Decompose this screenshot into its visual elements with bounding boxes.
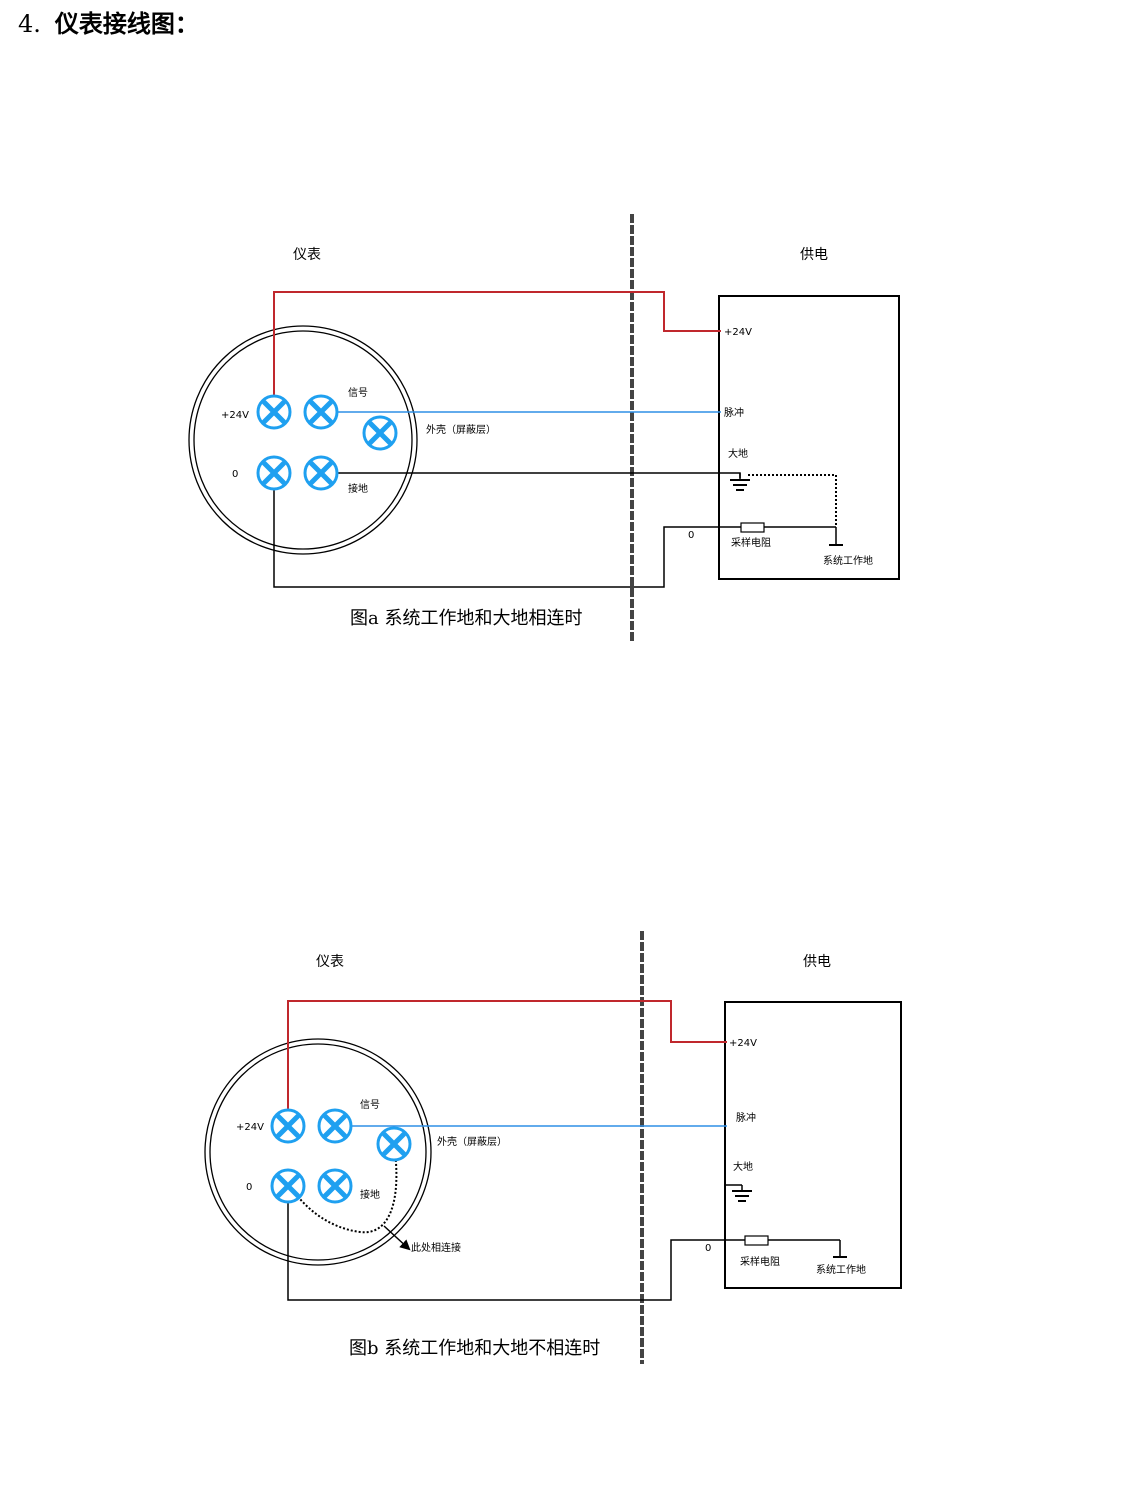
- zero-wire: [273, 473, 741, 588]
- note-arrow: [383, 1225, 411, 1251]
- terminal-signal: [305, 396, 337, 428]
- supply-label-system-ground: 系统工作地: [816, 1263, 866, 1276]
- label-signal: 信号: [360, 1099, 380, 1111]
- figure-caption-b: 图b 系统工作地和大地不相连时: [349, 1338, 600, 1359]
- label-signal: 信号: [348, 387, 368, 399]
- figure-caption-a: 图a 系统工作地和大地相连时: [350, 608, 582, 629]
- supply-label-pulse: 脉冲: [736, 1111, 756, 1124]
- label-plus24v: +24V: [236, 1122, 264, 1133]
- label-plus24v: +24V: [221, 410, 249, 421]
- power-supply-box: [718, 295, 900, 580]
- label-shell: 外壳（屏蔽层）: [437, 1135, 507, 1148]
- label-zero: 0: [232, 469, 238, 480]
- earth-ground-icon: [730, 473, 750, 491]
- supply-label-zero: 0: [688, 530, 694, 541]
- label-ground: 接地: [348, 482, 368, 495]
- meter-housing-inner: [209, 1043, 427, 1261]
- section-number: 4.: [18, 10, 41, 38]
- supply-title: 供电: [800, 247, 828, 263]
- terminal-plus24v: [258, 396, 290, 428]
- section-title: 仪表接线图：: [54, 9, 199, 38]
- meter-housing-outer: [188, 325, 418, 555]
- zero-wire: [287, 1185, 745, 1301]
- supply-label-resistor: 采样电阻: [740, 1255, 780, 1268]
- supply-label-system-ground: 系统工作地: [823, 554, 873, 567]
- supply-label-earth: 大地: [733, 1160, 753, 1173]
- ground-wire: [321, 472, 741, 478]
- terminal-plus24v: [272, 1110, 304, 1142]
- meter-title: 仪表: [293, 247, 321, 263]
- supply-label-zero: 0: [705, 1243, 711, 1254]
- sampling-resistor: [740, 522, 765, 533]
- terminal-signal: [319, 1110, 351, 1142]
- supply-title: 供电: [803, 954, 831, 970]
- meter-title: 仪表: [316, 954, 344, 970]
- supply-label-earth: 大地: [728, 447, 748, 460]
- terminal-shell: [364, 417, 396, 449]
- diagram-b: 仪表 供电: [204, 931, 902, 1364]
- terminal-ground: [319, 1170, 351, 1202]
- terminal-zero: [258, 457, 290, 489]
- meter-housing-inner: [193, 330, 413, 550]
- supply-label-pulse: 脉冲: [724, 406, 744, 419]
- power-wire: [287, 1000, 727, 1124]
- meter-housing-outer: [204, 1038, 432, 1266]
- power-supply-box: [724, 1001, 902, 1289]
- supply-label-plus24v: +24V: [724, 327, 752, 338]
- terminal-zero: [272, 1170, 304, 1202]
- earth-ground-icon: [732, 1185, 752, 1202]
- supply-label-plus24v: +24V: [729, 1038, 757, 1049]
- label-zero: 0: [246, 1182, 252, 1193]
- earth-bond-dotted: [748, 474, 837, 527]
- terminal-ground: [305, 457, 337, 489]
- label-connected-here: 此处相连接: [411, 1241, 461, 1254]
- power-wire: [273, 291, 721, 412]
- sampling-resistor: [744, 1235, 769, 1246]
- label-ground: 接地: [360, 1188, 380, 1201]
- section-heading: 4. 仪表接线图：: [18, 6, 199, 42]
- diagram-a: 仪表 供电 +24V 0: [188, 214, 900, 642]
- shell-to-zero-dotted-bond: [289, 1143, 398, 1234]
- supply-label-resistor: 采样电阻: [731, 536, 771, 549]
- label-shell: 外壳（屏蔽层）: [426, 423, 496, 436]
- terminal-shell: [378, 1128, 410, 1160]
